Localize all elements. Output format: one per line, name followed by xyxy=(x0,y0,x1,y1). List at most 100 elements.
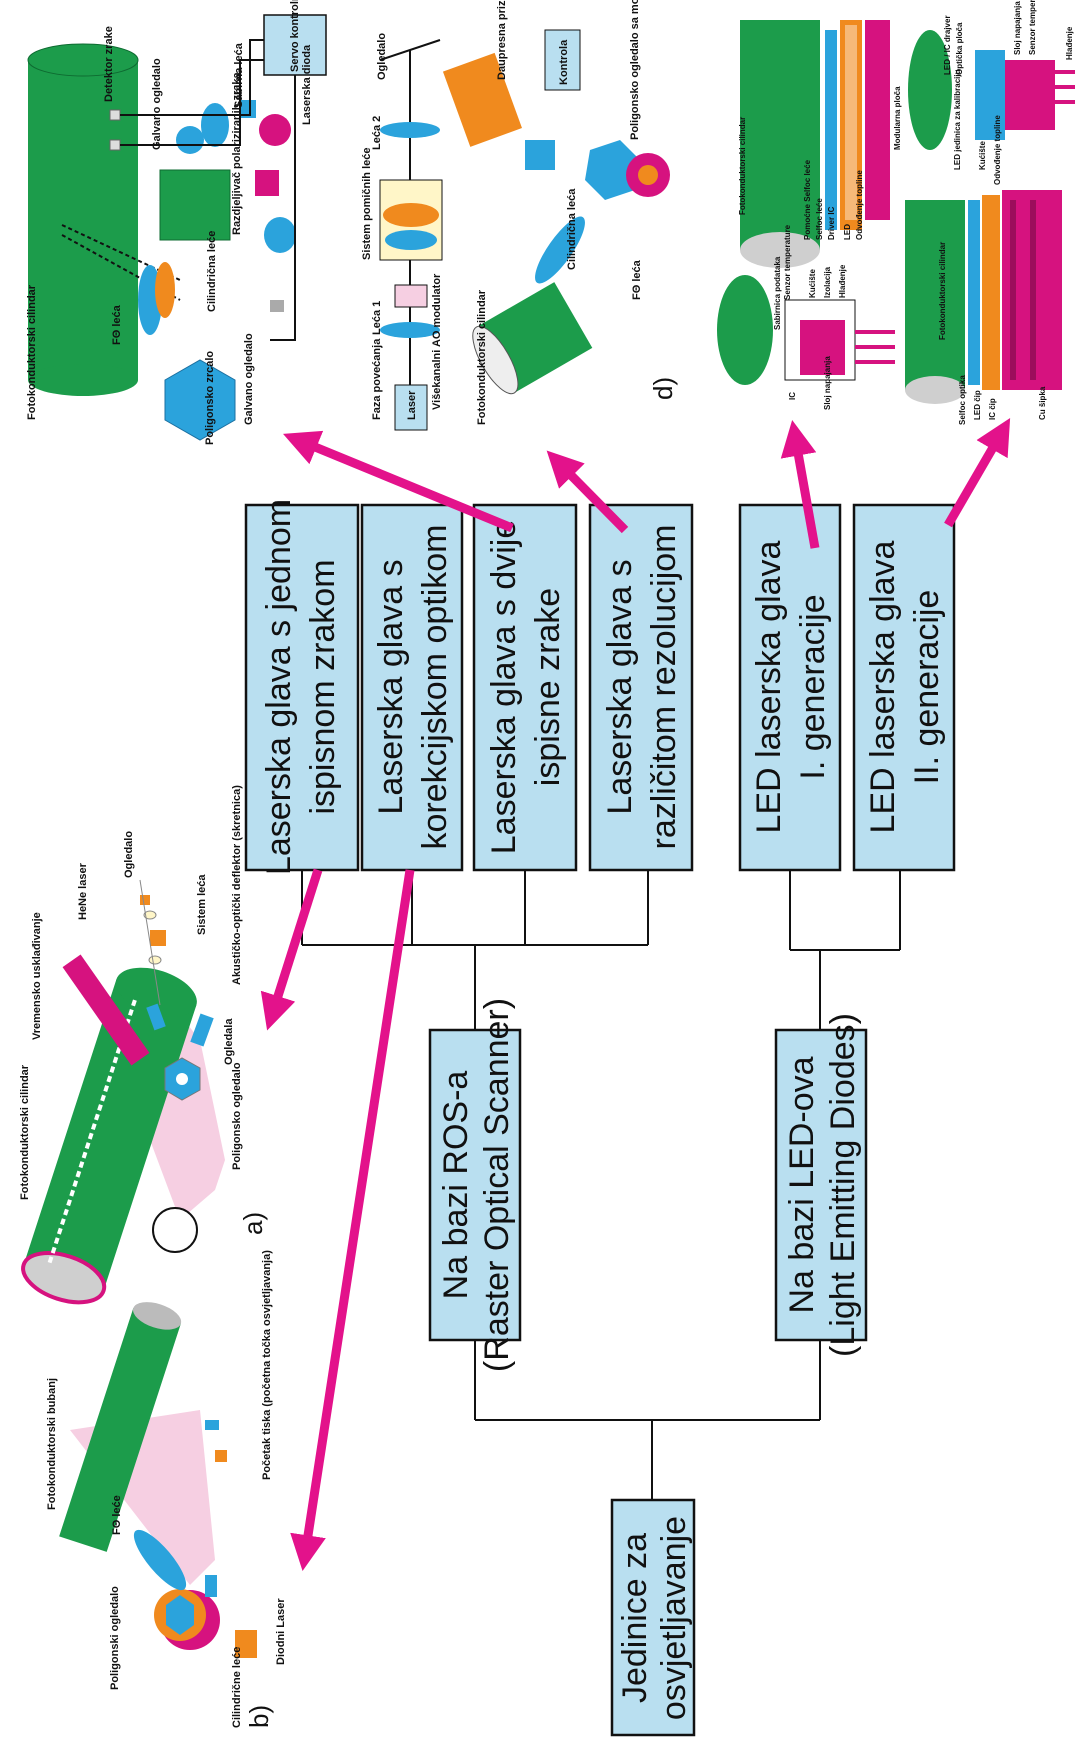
c-label-laser-diode: Laserska dioda xyxy=(301,44,313,125)
panel-b-correction-optics: Fotokonduktorski bubanj FΘ leće Poligons… xyxy=(46,1250,287,1728)
arrow-to-panel-c xyxy=(283,430,514,533)
hierarchy-tree: Jedinice za osvjetljavanje Na bazi ROS-a… xyxy=(244,499,956,1737)
leaf5-line2: I. generacije xyxy=(794,594,832,779)
leaf-variable-resolution: Laserska glava s različitom rezolucijom xyxy=(588,503,694,872)
diode-laser xyxy=(235,1630,257,1658)
leaf2-line2: korekcijskom optikom xyxy=(416,525,454,850)
leaf-correction-optics: Laserska glava s korekcijskom optikom xyxy=(360,503,464,872)
led2-led-array xyxy=(982,195,1000,390)
d-letter: d) xyxy=(648,377,678,400)
detail-magnifier xyxy=(152,1207,198,1253)
control-box-d xyxy=(544,29,581,91)
arrow-to-panel-led1 xyxy=(780,420,820,549)
panel-a-single-beam-scanner: Fotokonduktorski cilindar Vremensko uskl… xyxy=(19,785,268,1305)
a-label-drum: Fotokonduktorski cilindar xyxy=(19,1064,31,1200)
c-label-splitter: Razdjeljivač polariziranih zraka xyxy=(231,71,243,235)
leaf5-line1: LED laserska glava xyxy=(750,540,788,833)
beam-splitter xyxy=(159,169,231,241)
led-line1: Na bazi LED-ova xyxy=(783,1056,821,1313)
led2-label-3: Optička ploča xyxy=(955,22,964,75)
polygon-mirror xyxy=(164,1057,201,1101)
d-label-laser: Laser xyxy=(406,390,418,420)
tree-connectors xyxy=(301,870,901,1500)
led2-label-8: Kućište xyxy=(978,141,987,170)
leaf3-line2: ispisne zrake xyxy=(529,588,567,786)
d-label-moving-lens: Sistem pomičnih leće xyxy=(361,148,373,260)
ros-line1: Na bazi ROS-a xyxy=(437,1071,475,1300)
leaf4-line2: različitom rezolucijom xyxy=(645,525,683,850)
led2-label-11: Cu šipka xyxy=(1038,386,1047,420)
led2-label-9: LED čip xyxy=(973,390,982,420)
led1-label-8: Sabirnica podataka xyxy=(773,256,782,330)
b-label-diode: Diodni Laser xyxy=(275,1598,287,1665)
lens-1 xyxy=(380,322,440,338)
led2-cross-section xyxy=(908,30,1075,150)
led2-label-4: Sloj napajanja xyxy=(1013,1,1022,55)
galvano-mirror-c xyxy=(176,126,204,154)
d-label-control: Kontrola xyxy=(558,39,570,85)
leaf2-line1: Laserska glava s xyxy=(372,559,410,814)
hene-laser xyxy=(62,954,150,1066)
led1-label-12: Sloj napajanja xyxy=(823,356,832,410)
c-label-detector: Detektor zrake xyxy=(103,26,115,102)
arrow-to-panel-a xyxy=(260,868,323,1031)
led-node: Na bazi LED-ova (Light Emitting Diodes) xyxy=(774,1013,868,1357)
arrow-to-panel-b xyxy=(290,869,415,1572)
polygon-mirror-c xyxy=(164,359,236,441)
a-label-lens-system: Sistem leća xyxy=(196,874,208,935)
laser-box-d xyxy=(394,384,428,431)
b-label-start: Početak tiska (početna točka osvjetljava… xyxy=(261,1250,273,1480)
led2-selfoc-strip xyxy=(968,200,980,385)
f-theta-lens-d xyxy=(535,216,585,284)
panel-c-two-beam-head: Fotokonduktorski cilindar FΘ leća Poligo… xyxy=(26,0,327,445)
d-label-cylinder: Fotokonduktorski cilindar xyxy=(476,289,488,425)
a-label-mirror: Ogledalo xyxy=(123,831,135,878)
c-label-servo: Servo kontrolni sistem xyxy=(289,0,301,72)
panel-d-variable-resolution: Laser Faza povećanja Leća 1 Višekanalni … xyxy=(361,0,678,431)
d-label-magnification: Faza povećanja xyxy=(371,338,383,420)
a-letter: a) xyxy=(238,1212,268,1235)
led2-cylinder-long xyxy=(905,200,965,404)
led1-label-5: Odvođenje topline xyxy=(855,170,864,240)
mirror-pair xyxy=(190,1013,214,1047)
photoconductor-cylinder-d xyxy=(472,282,593,395)
ao-modulator xyxy=(394,284,428,308)
led1-label-11: Hlađenje xyxy=(838,264,847,298)
led2-label-5: Senzor temperature xyxy=(1028,0,1037,55)
led1-label-10: Izolacija xyxy=(823,266,832,298)
laser-diode-c xyxy=(259,114,291,146)
d-label-ao: Višekanalni AO modulator xyxy=(431,273,443,410)
b-label-cyl-lens: Cilindrične leće xyxy=(231,1647,243,1728)
led1-label-6: Modularna ploča xyxy=(893,86,902,150)
ao-deflector xyxy=(150,930,166,946)
leaf-led-gen2: LED laserska glava II. generacije xyxy=(852,503,956,872)
photoconductor-drum-b xyxy=(59,1302,182,1552)
led1-cylinder-long xyxy=(740,20,820,268)
led1-label-1: Pomoćne Selfoc leće xyxy=(803,159,812,240)
led1-label-2: Selfoc leće xyxy=(815,198,824,240)
panel-led-gen2: Fotokonduktorski cilindar Selfoc optika … xyxy=(905,0,1075,425)
polygon-mirror-d xyxy=(585,140,640,200)
led1-led-array xyxy=(840,20,862,230)
leaf4-line1: Laserska glava s xyxy=(601,559,639,814)
d-label-prism: Daupresna prizma xyxy=(496,0,508,80)
arrow-to-panel-led2 xyxy=(944,417,1011,528)
leaf6-line1: LED laserska glava xyxy=(864,540,902,833)
leaf1-line2: ispisnom zrakom xyxy=(304,559,342,814)
c-label-galvano-bottom: Galvano ogledalo xyxy=(243,333,255,425)
led1-label-7: Senzor temperature xyxy=(783,224,792,300)
leaf1-line1: Laserska glava s jednom xyxy=(260,499,298,875)
d-label-ftheta: FΘ leća xyxy=(631,259,643,300)
a-label-polygon: Poligonsko ogledalo xyxy=(231,1062,243,1170)
collimator-lens-c xyxy=(264,217,296,253)
leaf3-line1: Laserska glava s dvije xyxy=(485,520,523,855)
c-label-collimator: Sabirna leća xyxy=(233,42,245,108)
pointer-arrows xyxy=(260,417,1011,1572)
ros-node: Na bazi ROS-a (Raster Optical Scanner) xyxy=(428,998,522,1372)
led2-label-12: LED jedinica za kalibraciju xyxy=(953,69,962,170)
cylindrical-lens xyxy=(205,1575,217,1597)
dove-prism xyxy=(442,52,522,147)
led1-cross-section xyxy=(717,275,895,385)
c-label-ftheta: FΘ leća xyxy=(111,304,123,345)
